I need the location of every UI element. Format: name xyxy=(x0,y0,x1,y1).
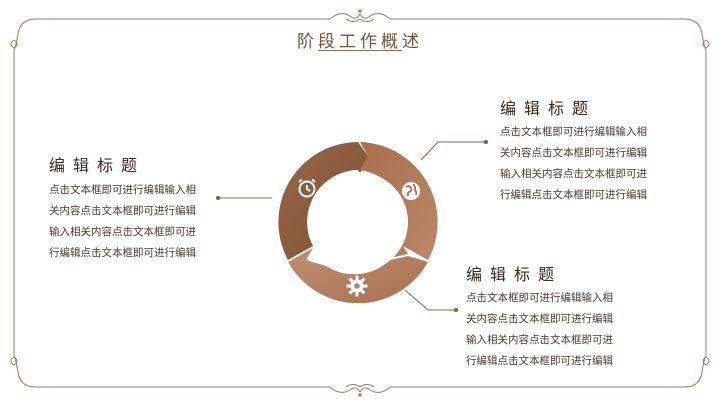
block-left-body: 点击文本框即可进行编辑输入相 关内容点击文本框即可进行编辑 输入相关内容点击文本… xyxy=(49,180,219,264)
block-right-bottom-line: 关内容点击文本框即可进行编辑 xyxy=(466,313,613,325)
block-right-bottom-line: 输入相关内容点击文本框即可进 xyxy=(466,334,613,346)
block-left-line: 关内容点击文本框即可进行编辑 xyxy=(49,205,196,217)
block-left-line: 输入相关内容点击文本框即可进 xyxy=(49,226,196,238)
block-right-top-line: 关内容点击文本框即可进行编辑 xyxy=(500,147,647,159)
block-right-bottom-line: 行编辑点击文本框即可进行编辑 xyxy=(466,355,613,367)
segment-top-left xyxy=(278,142,368,260)
block-right-top-heading: 编辑标题 xyxy=(500,99,597,118)
block-left-line: 点击文本框即可进行编辑输入相 xyxy=(49,184,196,196)
block-right-top-line: 行编辑点击文本框即可进行编辑 xyxy=(500,189,647,201)
block-left-line: 行编辑点击文本框即可进行编辑 xyxy=(49,247,196,259)
block-right-top-line: 输入相关内容点击文本框即可进 xyxy=(500,168,647,180)
block-right-bottom-body: 点击文本框即可进行编辑输入相 关内容点击文本框即可进行编辑 输入相关内容点击文本… xyxy=(466,288,636,372)
block-right-top-body: 点击文本框即可进行编辑输入相 关内容点击文本框即可进行编辑 输入相关内容点击文本… xyxy=(500,122,670,206)
block-right-bottom-heading: 编辑标题 xyxy=(466,265,563,284)
title-underline xyxy=(318,50,402,51)
globe-icon xyxy=(402,182,420,200)
segment-top-right xyxy=(360,142,438,260)
block-right-top-line: 点击文本框即可进行编辑输入相 xyxy=(500,126,647,138)
block-left-heading: 编辑标题 xyxy=(49,156,146,175)
gear-icon xyxy=(346,275,368,297)
page-title: 阶段工作概述 xyxy=(297,32,423,52)
block-right-bottom-line: 点击文本框即可进行编辑输入相 xyxy=(466,292,613,304)
alarm-clock-icon xyxy=(298,178,316,198)
